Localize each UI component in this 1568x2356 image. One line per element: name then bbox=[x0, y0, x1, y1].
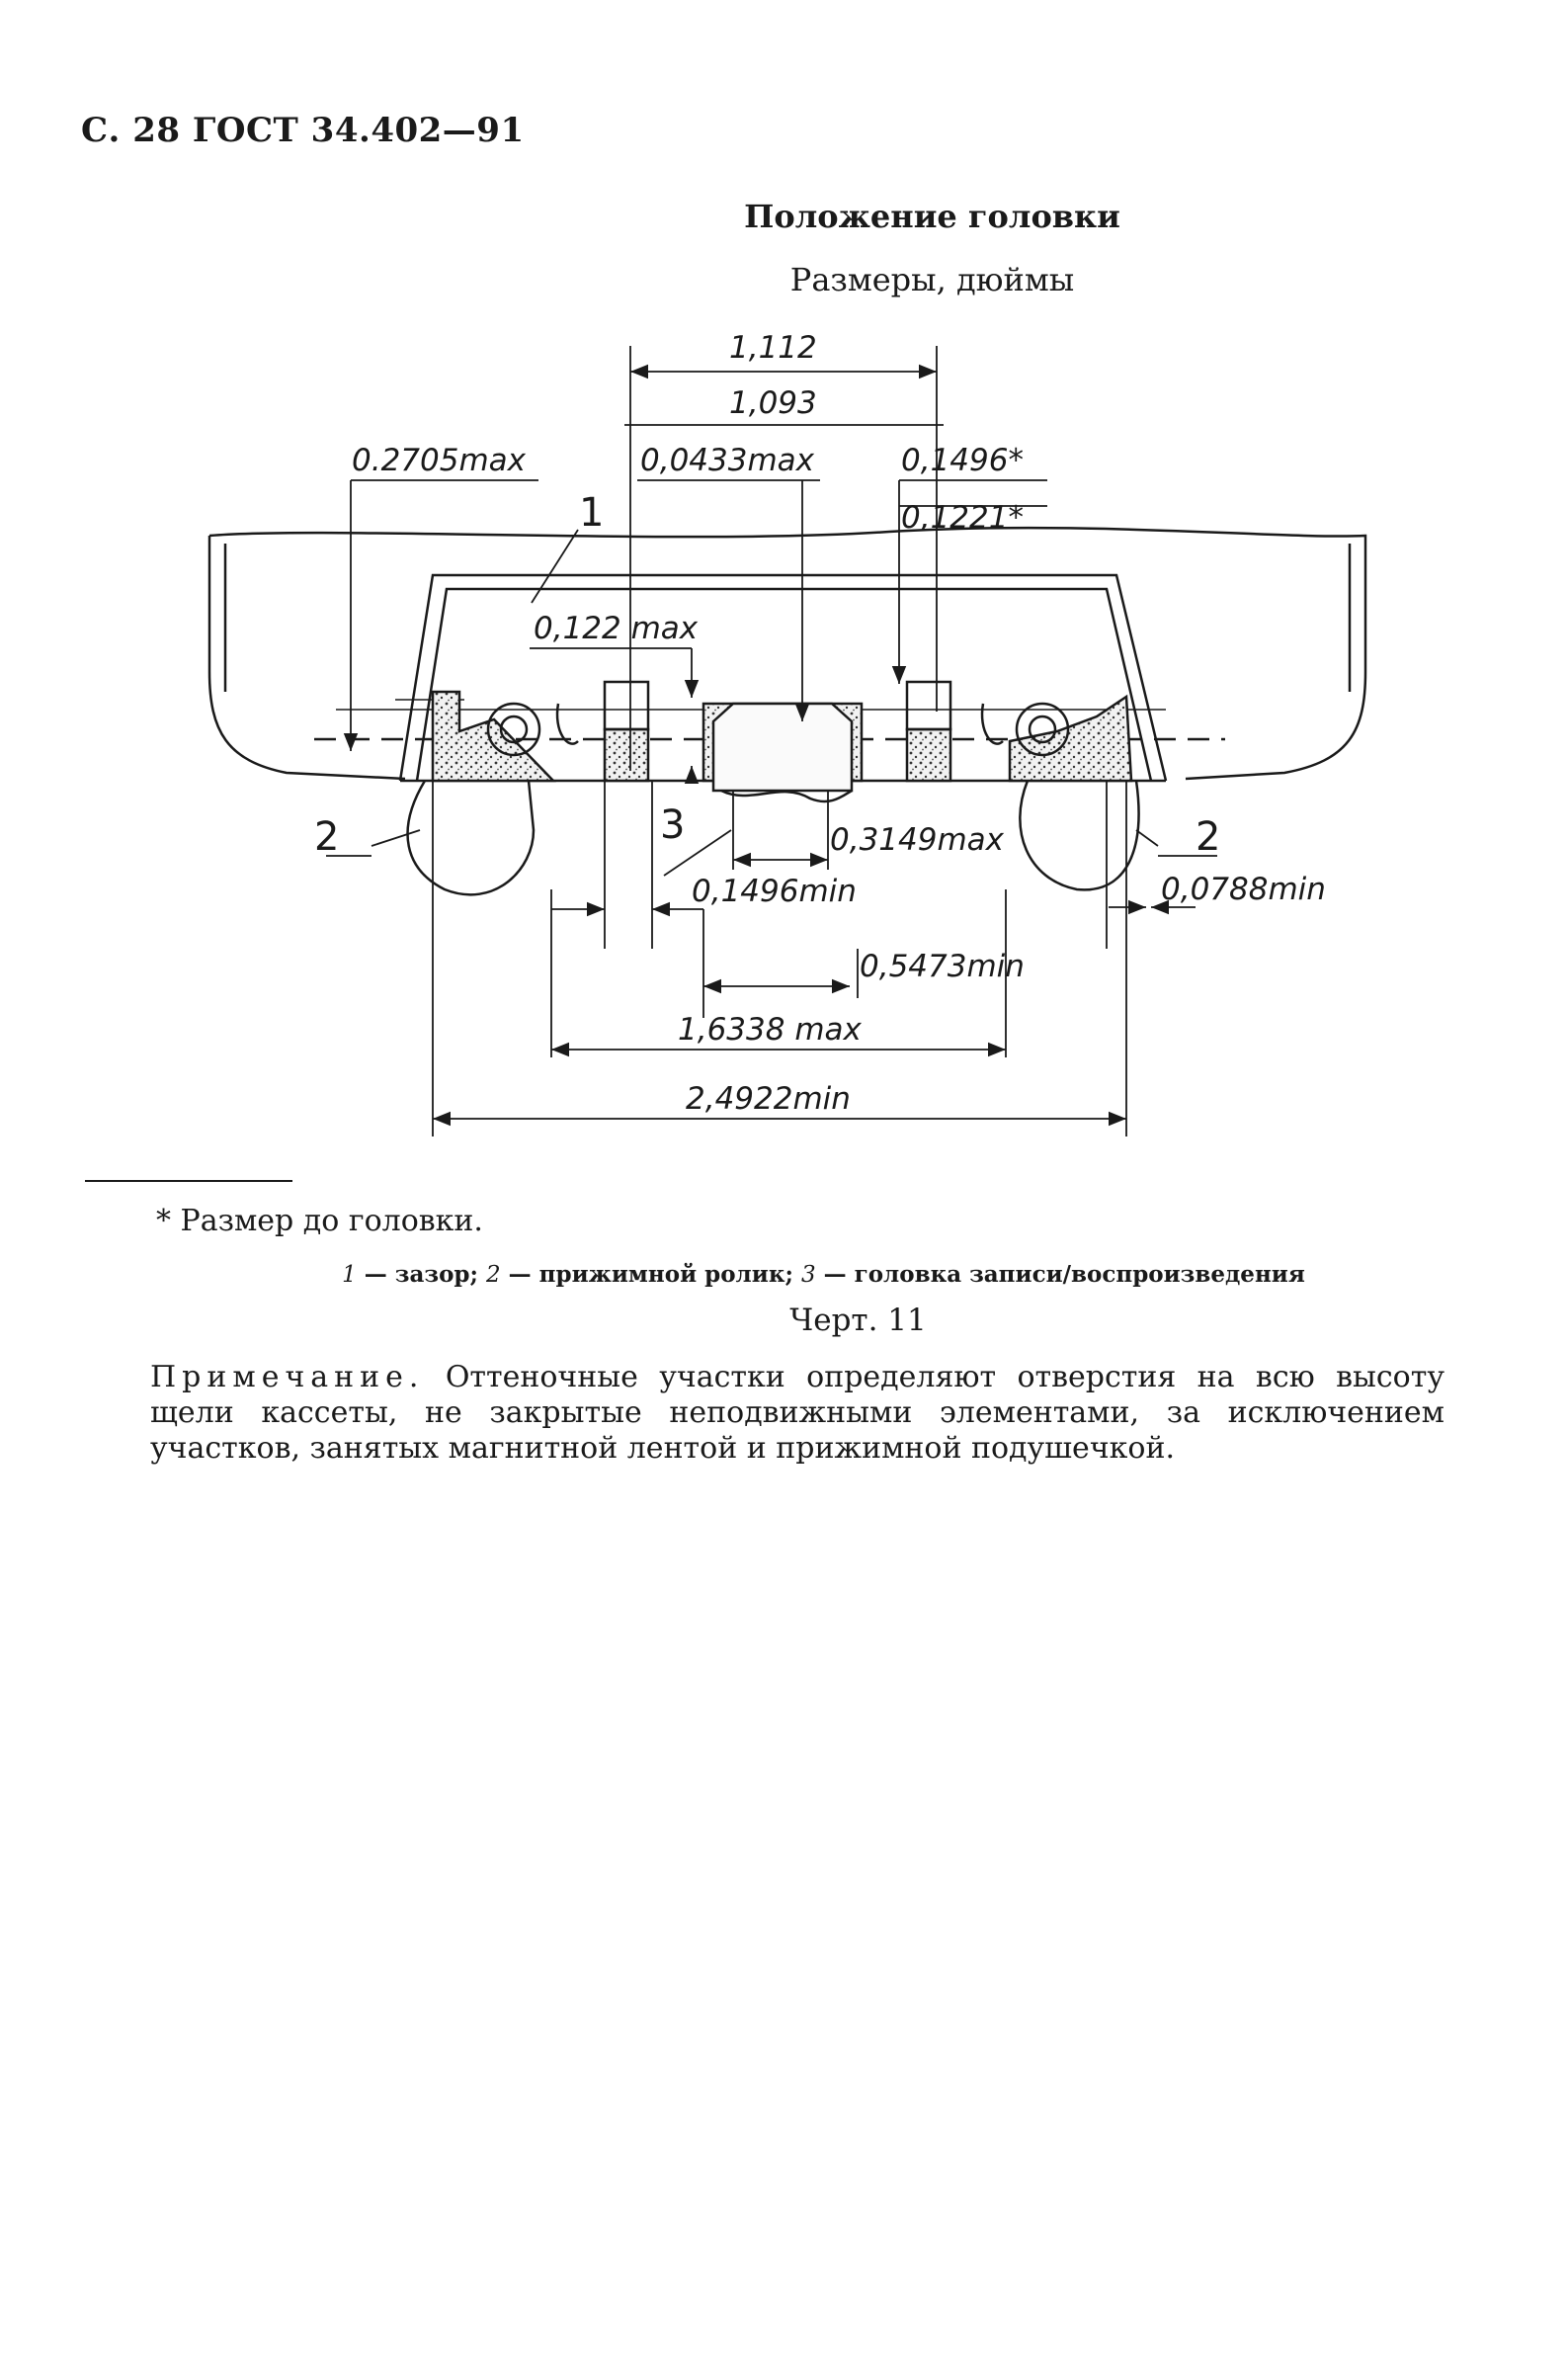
dim-05473: 0,5473min bbox=[860, 949, 1025, 984]
legend-n3: 3 bbox=[800, 1262, 816, 1288]
dimension-lines bbox=[326, 346, 1217, 1136]
note-text: Оттеночные участки определяют отверстия … bbox=[150, 1360, 1444, 1466]
callout-2-right: 2 bbox=[1196, 814, 1220, 860]
technical-drawing: 1,112 1,093 0.2705max 0,0433max 0,1496* … bbox=[207, 330, 1367, 1136]
mechanism bbox=[406, 680, 1140, 896]
dim-1093: 1,093 bbox=[729, 385, 817, 421]
legend-n1: 1 bbox=[342, 1262, 357, 1288]
legend-n2: 2 bbox=[486, 1262, 501, 1288]
figure-caption: Черт. 11 bbox=[789, 1303, 927, 1338]
note-label: Примечание. bbox=[150, 1360, 425, 1394]
note-paragraph: Примечание. Оттеночные участки определяю… bbox=[150, 1360, 1444, 1467]
dim-0122: 0,122 max bbox=[534, 611, 699, 646]
dim-02705: 0.2705max bbox=[352, 443, 527, 478]
dim-1112: 1,112 bbox=[729, 330, 817, 366]
callout-3: 3 bbox=[660, 802, 685, 848]
dim-01496-star: 0,1496* bbox=[901, 443, 1024, 478]
dim-16338: 1,6338 max bbox=[678, 1012, 863, 1048]
figure-legend: 1 — зазор; 2 — прижимной ролик; 3 — голо… bbox=[0, 1261, 1568, 1288]
page-header: С. 28 ГОСТ 34.402—91 bbox=[81, 111, 525, 150]
footnote: * Размер до головки. bbox=[156, 1204, 483, 1238]
dim-00433: 0,0433max bbox=[640, 443, 815, 478]
legend-t3: — головка записи/воспроизведения bbox=[815, 1261, 1305, 1288]
footnote-rule bbox=[85, 1180, 292, 1182]
figure-title: Положение головки bbox=[744, 198, 1120, 235]
dim-24922: 2,4922min bbox=[686, 1081, 851, 1117]
figure-subtitle: Размеры, дюймы bbox=[789, 261, 1075, 298]
legend-t2: — прижимной ролик; bbox=[500, 1261, 801, 1288]
legend-t1: — зазор; bbox=[356, 1261, 486, 1288]
callout-1: 1 bbox=[579, 490, 604, 536]
dim-01496-min: 0,1496min bbox=[692, 874, 857, 909]
dim-00788: 0,0788min bbox=[1161, 872, 1326, 907]
dim-01221-star: 0,1221* bbox=[901, 500, 1024, 536]
callout-2-left: 2 bbox=[314, 814, 339, 860]
dim-03149: 0,3149max bbox=[830, 822, 1005, 858]
